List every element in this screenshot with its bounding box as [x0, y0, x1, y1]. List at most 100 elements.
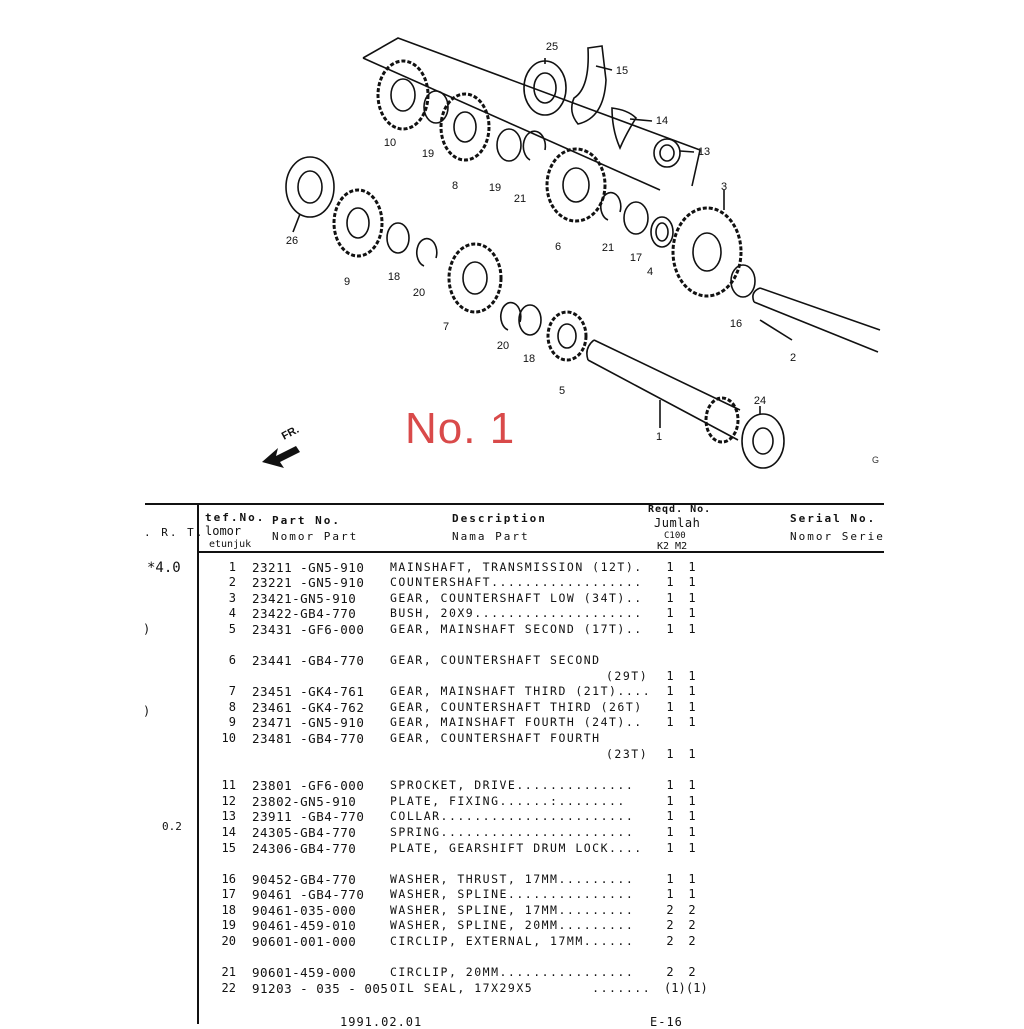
part-18-washer — [386, 222, 410, 254]
callout-number: 24 — [754, 395, 766, 407]
footer-page: E-16 — [650, 1015, 683, 1029]
part-description: GEAR, COUNTERSHAFT SECOND — [390, 653, 601, 667]
part-description: COUNTERSHAFT.................. — [390, 575, 643, 589]
part-20-circlip — [415, 237, 438, 267]
callout-number: 5 — [559, 385, 565, 397]
qty-m2: (1) — [686, 981, 708, 995]
qty-m2: 2 — [688, 934, 696, 948]
part-1-mainshaft — [586, 339, 741, 441]
part-2-countershaft — [752, 287, 881, 353]
part-number: 24305-GB4-770 — [252, 825, 357, 840]
qty-m2: 2 — [688, 903, 696, 917]
callout-number: 16 — [730, 318, 742, 330]
callout-number: 4 — [647, 266, 653, 278]
part-9-gear — [332, 188, 384, 258]
qty-k2: 2 — [666, 965, 674, 979]
left-note: ) — [143, 622, 151, 636]
part-number: 23911 -GB4-770 — [252, 809, 365, 824]
part-25-bearing — [523, 60, 567, 116]
left-note: ) — [143, 704, 151, 718]
part-19-washer — [423, 90, 449, 124]
qty-m2: 1 — [688, 825, 696, 839]
left-note: *4.0 — [147, 560, 181, 576]
qty-m2: 1 — [688, 575, 696, 589]
ref-number: 15 — [221, 841, 236, 855]
part-20-circlip — [499, 301, 522, 331]
ref-number: 17 — [221, 887, 236, 901]
qty-k2: 1 — [666, 794, 674, 808]
callout-number: 18 — [388, 271, 400, 283]
header-ref-2: lomor — [205, 524, 242, 538]
header-reqd-4: K2 M2 — [657, 541, 688, 552]
qty-m2: 2 — [688, 918, 696, 932]
qty-k2: (1) — [664, 981, 686, 995]
header-ref-1: tef.No. — [205, 511, 266, 524]
callout-number: 14 — [656, 115, 668, 127]
qty-k2: 1 — [666, 887, 674, 901]
ref-number: 16 — [221, 872, 236, 886]
assembly-box — [362, 37, 701, 187]
ref-number: 9 — [228, 715, 236, 729]
part-21-circlip — [522, 130, 547, 161]
ref-number: 18 — [221, 903, 236, 917]
qty-m2: 1 — [688, 700, 696, 714]
callout-number: 13 — [698, 146, 710, 158]
part-description: CIRCLIP, EXTERNAL, 17MM...... — [390, 934, 635, 948]
part-number: 23211 -GN5-910 — [252, 560, 365, 575]
callout-number: 21 — [602, 242, 614, 254]
header-reqd-2: Jumlah — [654, 516, 701, 530]
part-description: GEAR, COUNTERSHAFT THIRD (26T) — [390, 700, 643, 714]
header-reqd-3: C100 — [664, 531, 686, 541]
qty-k2: 1 — [666, 622, 674, 636]
part-number: 90461 -GB4-770 — [252, 887, 365, 902]
qty-k2: 1 — [666, 809, 674, 823]
part-number: 23481 -GB4-770 — [252, 731, 365, 746]
part-description: WASHER, SPLINE, 20MM......... — [390, 918, 635, 932]
qty-m2: 1 — [688, 747, 696, 761]
part-description: OIL SEAL, 17X29X5 ....... — [390, 981, 652, 995]
ref-number: 8 — [228, 700, 236, 714]
callout-number: 19 — [422, 148, 434, 160]
qty-m2: 1 — [688, 794, 696, 808]
qty-k2: 2 — [666, 903, 674, 917]
part-number: 90461-035-000 — [252, 903, 357, 918]
part-number: 90461-459-010 — [252, 918, 357, 933]
header-prt: . R. T. — [144, 526, 205, 539]
parts-table: . R. T. tef.No. lomor etunjuk Part No. N… — [0, 500, 1024, 1029]
qty-k2: 2 — [666, 918, 674, 932]
qty-m2: 1 — [688, 591, 696, 605]
part-4-bush — [650, 216, 674, 248]
ref-number: 2 — [228, 575, 236, 589]
header-rule — [197, 551, 884, 553]
part-10-gear — [376, 59, 430, 131]
qty-m2: 1 — [688, 778, 696, 792]
part-21-circlip — [599, 191, 622, 221]
part-3-gear — [671, 206, 743, 298]
qty-m2: 1 — [688, 606, 696, 620]
header-desc-1: Description — [452, 512, 547, 525]
part-description: GEAR, MAINSHAFT THIRD (21T).... — [390, 684, 652, 698]
qty-k2: 1 — [666, 560, 674, 574]
qty-m2: 1 — [688, 841, 696, 855]
footer-date: 1991.02.01 — [340, 1015, 423, 1029]
header-serial-2: Nomor Serie — [790, 530, 885, 543]
ref-number: 21 — [221, 965, 236, 979]
part-number: 24306-GB4-770 — [252, 841, 357, 856]
left-note: 0.2 — [162, 820, 182, 833]
ref-number: 10 — [221, 731, 236, 745]
part-18-washer — [518, 304, 542, 336]
callout-number: 7 — [443, 321, 449, 333]
ref-number: 12 — [221, 794, 236, 808]
ref-number: 7 — [228, 684, 236, 698]
callout-number: 19 — [489, 182, 501, 194]
part-description: GEAR, COUNTERSHAFT LOW (34T).. — [390, 591, 643, 605]
header-part-1: Part No. — [272, 514, 341, 527]
part-number: 23421-GN5-910 — [252, 591, 357, 606]
qty-k2: 1 — [666, 778, 674, 792]
ref-number: 20 — [221, 934, 236, 948]
callout-number: 9 — [344, 276, 350, 288]
qty-k2: 2 — [666, 934, 674, 948]
part-number: 91203 - 035 - 005 — [252, 981, 389, 996]
part-description: WASHER, SPLINE, 17MM......... — [390, 903, 635, 917]
